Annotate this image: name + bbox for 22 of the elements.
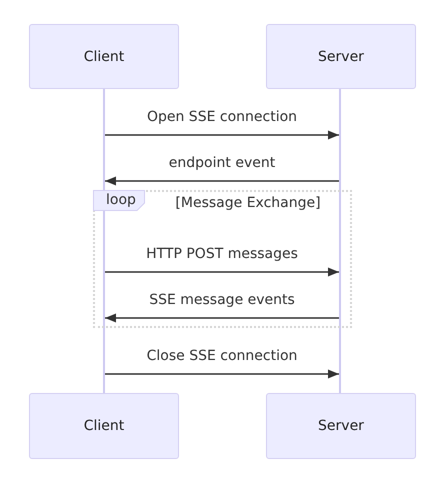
participant-box [29, 24, 179, 89]
message-arrow [105, 176, 339, 186]
participant-label: Client [84, 418, 124, 434]
participant-box [266, 24, 416, 89]
message-label: SSE message events [149, 292, 295, 308]
message-label: Close SSE connection [146, 348, 298, 364]
lifeline [103, 89, 105, 393]
lifeline [339, 89, 341, 393]
message-arrow [105, 370, 339, 378]
loop-condition: [Message Exchange] [175, 195, 321, 211]
participant-box [29, 393, 179, 459]
participant-box [266, 393, 416, 459]
participant-label: Server [318, 48, 364, 64]
message-label: endpoint event [168, 155, 276, 171]
message-label: HTTP POST messages [146, 246, 298, 262]
participant-label: Server [318, 418, 364, 434]
message-arrow [105, 130, 339, 140]
message-arrow [105, 314, 339, 322]
participant-label: Client [84, 48, 124, 64]
message-label: Open SSE connection [146, 109, 298, 125]
loop-label: loop [93, 190, 145, 211]
message-arrow [105, 268, 339, 276]
